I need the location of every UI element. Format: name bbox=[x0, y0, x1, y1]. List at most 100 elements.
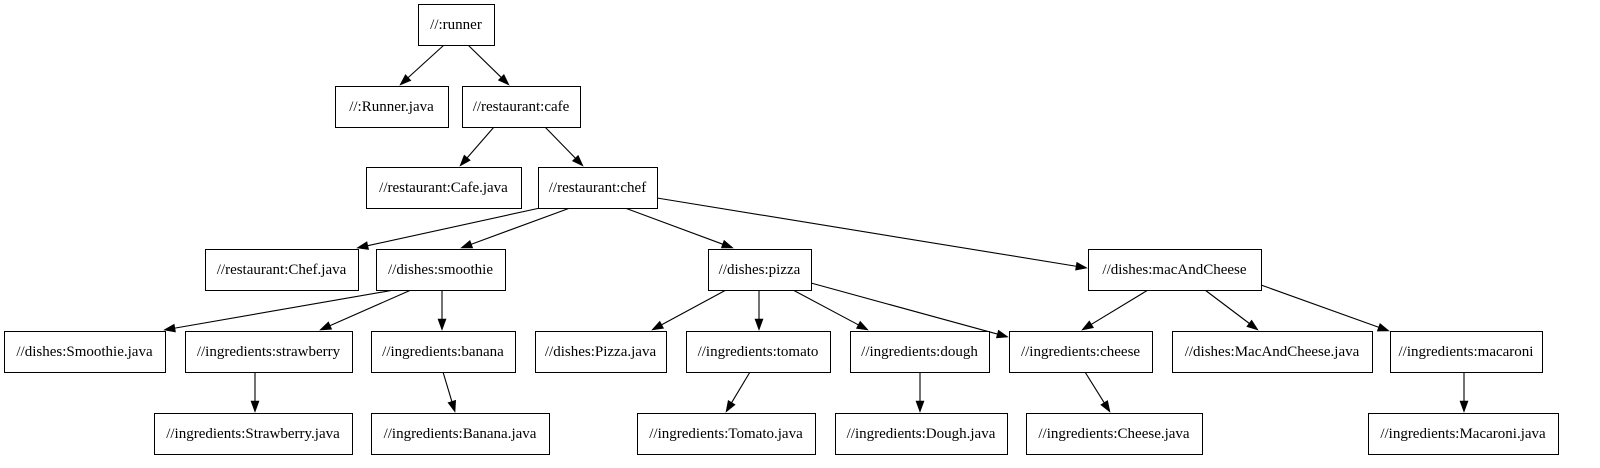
node-label: //:Runner.java bbox=[349, 99, 434, 115]
edge-arrowhead bbox=[651, 320, 665, 331]
edge-layer bbox=[163, 44, 1469, 413]
node-box[interactable] bbox=[1088, 249, 1262, 291]
edge-arrowhead bbox=[720, 239, 734, 249]
node-box[interactable] bbox=[366, 167, 522, 209]
node-box[interactable] bbox=[335, 86, 449, 128]
edge-arrowhead bbox=[356, 241, 369, 250]
node-box[interactable] bbox=[376, 249, 506, 291]
edge-arrowhead bbox=[250, 400, 260, 413]
edge-shaft bbox=[661, 289, 727, 326]
node-label: //dishes:smoothie bbox=[388, 262, 493, 278]
edge-arrowhead bbox=[1459, 400, 1469, 413]
edge-arrowhead bbox=[447, 399, 456, 413]
graph-node-ing_strawberry[interactable]: //ingredients:strawberry bbox=[185, 331, 353, 373]
node-box[interactable] bbox=[538, 167, 658, 209]
edge-arrowhead bbox=[437, 318, 447, 331]
graph-edge bbox=[459, 126, 495, 167]
edge-shaft bbox=[329, 289, 412, 327]
edge-shaft bbox=[466, 126, 495, 159]
node-box[interactable] bbox=[686, 331, 831, 373]
graph-edge bbox=[460, 207, 571, 249]
node-box[interactable] bbox=[1172, 331, 1373, 373]
edge-shaft bbox=[624, 207, 723, 245]
node-label: //ingredients:Banana.java bbox=[384, 426, 537, 442]
node-box[interactable] bbox=[418, 4, 495, 46]
graph-edge bbox=[163, 289, 395, 333]
node-label: //restaurant:chef bbox=[549, 180, 646, 196]
edge-shaft bbox=[1204, 289, 1250, 324]
node-box[interactable] bbox=[637, 413, 816, 455]
graph-node-dishes_smoothie[interactable]: //dishes:smoothie bbox=[376, 249, 506, 291]
node-label: //ingredients:strawberry bbox=[197, 344, 341, 360]
graph-edge bbox=[1081, 289, 1149, 331]
node-box[interactable] bbox=[708, 249, 812, 291]
graph-node-ing_tomato_java[interactable]: //ingredients:Tomato.java bbox=[637, 413, 816, 455]
edge-shaft bbox=[792, 289, 859, 326]
node-label: //dishes:Smoothie.java bbox=[16, 344, 153, 360]
edge-shaft bbox=[810, 282, 998, 335]
graph-node-ing_macaroni_java[interactable]: //ingredients:Macaroni.java bbox=[1368, 413, 1559, 455]
graph-node-restaurant_chef[interactable]: //restaurant:chef bbox=[538, 167, 658, 209]
graph-node-ing_banana_java[interactable]: //ingredients:Banana.java bbox=[371, 413, 550, 455]
graph-edge bbox=[544, 126, 584, 167]
graph-node-ing_tomato[interactable]: //ingredients:tomato bbox=[686, 331, 831, 373]
node-label: //ingredients:banana bbox=[382, 344, 504, 360]
graph-node-ing_strawberry_java[interactable]: //ingredients:Strawberry.java bbox=[154, 413, 353, 455]
graph-node-ing_macaroni[interactable]: //ingredients:macaroni bbox=[1390, 331, 1543, 373]
node-box[interactable] bbox=[371, 413, 550, 455]
node-box[interactable] bbox=[535, 331, 667, 373]
graph-edge bbox=[810, 282, 1009, 339]
node-box[interactable] bbox=[371, 331, 516, 373]
node-label: //dishes:pizza bbox=[719, 262, 801, 278]
node-box[interactable] bbox=[1009, 331, 1153, 373]
graph-node-ing_cheese_java[interactable]: //ingredients:Cheese.java bbox=[1026, 413, 1203, 455]
node-box[interactable] bbox=[185, 331, 353, 373]
graph-node-ing_banana[interactable]: //ingredients:banana bbox=[371, 331, 516, 373]
graph-node-dishes_macandcheese[interactable]: //dishes:macAndCheese bbox=[1088, 249, 1262, 291]
edge-arrowhead bbox=[1376, 323, 1390, 332]
edge-shaft bbox=[544, 126, 576, 159]
node-label: //dishes:Pizza.java bbox=[545, 344, 657, 360]
graph-node-restaurant_chef_java[interactable]: //restaurant:Chef.java bbox=[205, 249, 359, 291]
node-box[interactable] bbox=[4, 331, 166, 373]
edge-arrowhead bbox=[399, 74, 412, 86]
edge-arrowhead bbox=[319, 321, 333, 331]
graph-edge bbox=[1260, 284, 1390, 332]
node-label: //ingredients:cheese bbox=[1021, 344, 1140, 360]
graph-node-dishes_pizza_java[interactable]: //dishes:Pizza.java bbox=[535, 331, 667, 373]
graph-edge bbox=[725, 371, 751, 413]
graph-edge bbox=[437, 290, 447, 331]
edge-shaft bbox=[467, 44, 502, 78]
node-label: //ingredients:Dough.java bbox=[847, 426, 996, 442]
edge-arrowhead bbox=[1100, 400, 1111, 413]
graph-node-runner_java[interactable]: //:Runner.java bbox=[335, 86, 449, 128]
graph-edge bbox=[1459, 372, 1469, 413]
node-box[interactable] bbox=[1368, 413, 1559, 455]
graph-node-dishes_smoothie_java[interactable]: //dishes:Smoothie.java bbox=[4, 331, 166, 373]
graph-edge bbox=[442, 371, 456, 413]
graph-node-ing_dough[interactable]: //ingredients:dough bbox=[850, 331, 990, 373]
graph-node-dishes_pizza[interactable]: //dishes:pizza bbox=[708, 249, 812, 291]
node-label: //dishes:MacAndCheese.java bbox=[1185, 344, 1360, 360]
graph-edge bbox=[319, 289, 412, 331]
graph-node-ing_dough_java[interactable]: //ingredients:Dough.java bbox=[835, 413, 1008, 455]
node-box[interactable] bbox=[462, 86, 581, 128]
graph-edge bbox=[399, 44, 445, 86]
node-box[interactable] bbox=[835, 413, 1008, 455]
node-box[interactable] bbox=[850, 331, 990, 373]
node-box[interactable] bbox=[205, 249, 359, 291]
node-box[interactable] bbox=[1026, 413, 1203, 455]
graph-node-restaurant_cafe[interactable]: //restaurant:cafe bbox=[462, 86, 581, 128]
edge-shaft bbox=[656, 197, 1077, 267]
node-box[interactable] bbox=[1390, 331, 1543, 373]
graph-node-restaurant_cafe_java[interactable]: //restaurant:Cafe.java bbox=[366, 167, 522, 209]
node-box[interactable] bbox=[154, 413, 353, 455]
graph-edge bbox=[356, 207, 541, 250]
graph-node-runner[interactable]: //:runner bbox=[418, 4, 495, 46]
graph-node-ing_cheese[interactable]: //ingredients:cheese bbox=[1009, 331, 1153, 373]
graph-node-dishes_mac_java[interactable]: //dishes:MacAndCheese.java bbox=[1172, 331, 1373, 373]
graph-edge bbox=[754, 290, 764, 331]
graph-edge bbox=[467, 44, 510, 86]
